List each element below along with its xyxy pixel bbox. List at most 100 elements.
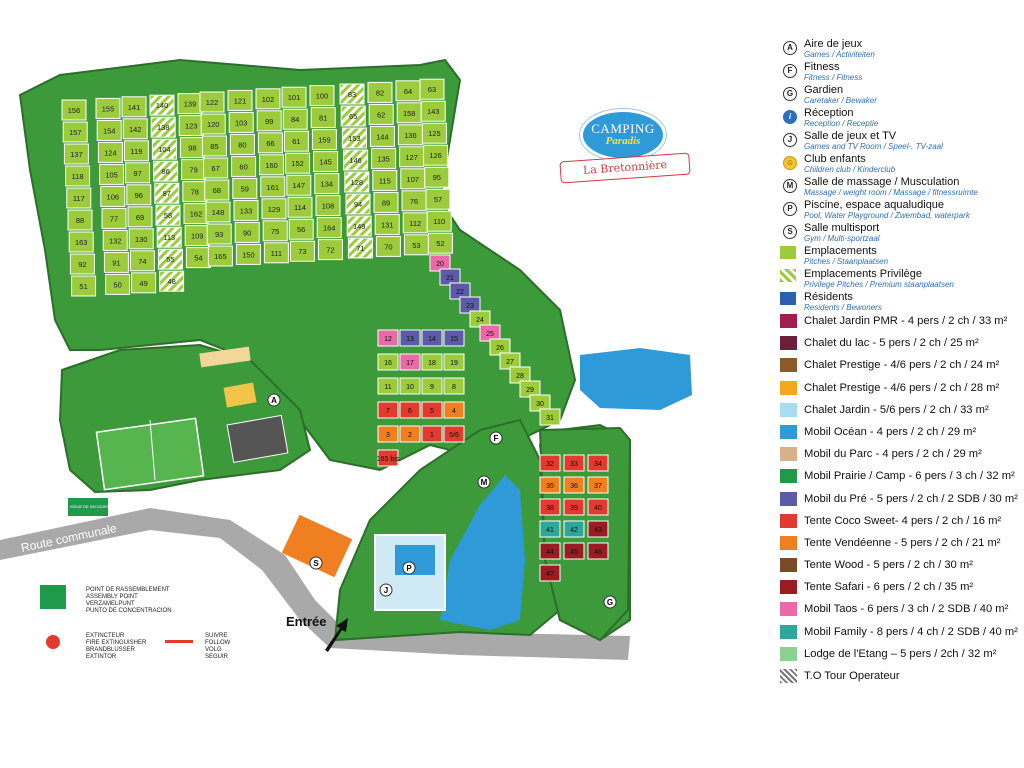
logo-tagline: La Bretonnière [559,152,691,184]
lodging-number: 19 [450,360,458,367]
pitch-number: 122 [206,98,219,107]
pitch-tile [200,113,226,135]
accommodation-label: Tente Wood - 5 pers / 2 ch / 30 m² [804,559,973,572]
accommodation-item: Chalet Prestige - 4/6 pers / 2 ch / 28 m… [780,380,1024,403]
pitch-number: 120 [207,120,220,129]
pitch-tile [311,129,337,151]
accommodation-label: Chalet Jardin - 5/6 pers / 2 ch / 33 m² [804,403,989,416]
accommodation-item: Chalet Prestige - 4/6 pers / 2 ch / 24 m… [780,358,1024,380]
lodging-number: 10 [406,384,414,391]
camping-logo: CAMPING Paradis La Bretonnière [559,105,691,184]
pitch-number: 134 [321,180,334,189]
pitch-number: 127 [405,153,418,162]
reception-building [281,514,353,578]
pitch-number: 60 [239,162,247,171]
activity-letter: S [313,559,319,568]
pitch-number: 117 [73,194,85,203]
pitch-number: 65 [349,112,357,121]
lodging-number: 30 [536,401,544,408]
pitch-tile [121,96,147,118]
logo-name: CAMPING [591,121,655,136]
issue-label: ISSUE DE SECOURS [70,504,110,509]
pitch-number: 162 [190,210,203,219]
pitch-number: 143 [427,107,440,116]
facility-icon: i [783,110,797,124]
facility-icon: F [783,64,797,78]
facility-label: Club enfants [804,153,866,165]
pitch-tile [156,226,182,248]
pitch-number: 70 [384,242,392,251]
pitch-number: 141 [128,103,141,112]
pitch-number: 101 [288,93,301,102]
lodging-tile [587,520,609,538]
pitch-number: 86 [161,167,169,176]
pitch-number: 131 [381,220,394,229]
pitch-tile [316,217,342,239]
pitch-tile [424,166,450,188]
pitch-tile [99,163,125,185]
pitch-number: 81 [319,114,327,123]
pitch-number: 114 [294,203,306,212]
lodging-tile [421,377,443,395]
pitch-tile [207,245,233,267]
pitch-tile [129,250,155,272]
pitch-tile [206,223,232,245]
pitch-number: 157 [69,128,82,137]
pitch-number: 68 [213,186,221,195]
pitch-number: 51 [79,282,87,291]
accommodation-swatch [780,469,797,484]
pitch-number: 95 [433,173,441,182]
accommodation-item: Lodge de l'Etang – 5 pers / 2ch / 32 m² [780,646,1024,669]
accommodation-label: Tente Safari - 6 pers / 2 ch / 35 m² [804,581,974,594]
pitch-swatch [780,269,796,282]
lodging-number: 26 [496,345,504,352]
accommodation-swatch [780,336,797,351]
accommodation-swatch [780,380,797,395]
logo-oval [580,109,666,161]
pitch-tile [315,195,341,217]
pitch-tile [256,110,282,132]
pitch-number: 64 [404,87,412,96]
pitch-tile [122,118,148,140]
pitch-number: 158 [403,109,416,118]
activity-letter: P [406,564,412,573]
pitch-tile [95,97,121,119]
lodging-number: 32 [546,461,554,468]
lodging-number: 37 [594,483,602,490]
pitch-number: 62 [377,110,385,119]
pitch-number: 84 [291,115,299,124]
accommodation-swatch [780,314,797,328]
pitch-tile [63,143,89,165]
pitch-tile [282,108,308,130]
pitch-tile [339,83,365,105]
pitch-tile [227,89,253,111]
lodging-number: 3 [386,432,390,439]
lodging-number: 40 [594,505,602,512]
pitch-number: 93 [215,230,223,239]
pitch-number: 53 [412,241,420,250]
accommodation-item: Tente Vendéenne - 5 pers / 2 ch / 21 m² [780,535,1024,558]
pitch-number: 52 [436,239,444,248]
pitch-tile [205,201,231,223]
pitch-number: 149 [353,222,366,231]
pitch-tile [199,91,225,113]
lodging-number: 24 [476,317,484,324]
pitch-tile [151,138,177,160]
accommodation-item: Chalet Jardin PMR - 4 pers / 2 ch / 33 m… [780,314,1024,336]
pitch-tile [285,152,311,174]
facility-icon: M [783,179,797,193]
facility-sublabel: Children club / Kinderclub [804,165,896,174]
pitch-number: 96 [135,191,143,200]
pitch-tile [286,174,312,196]
accommodation-label: Mobil Océan - 4 pers / 2 ch / 29 m² [804,425,977,438]
lodging-tile [421,425,443,443]
pitch-number: 103 [235,118,248,127]
pitch-tile [150,116,176,138]
